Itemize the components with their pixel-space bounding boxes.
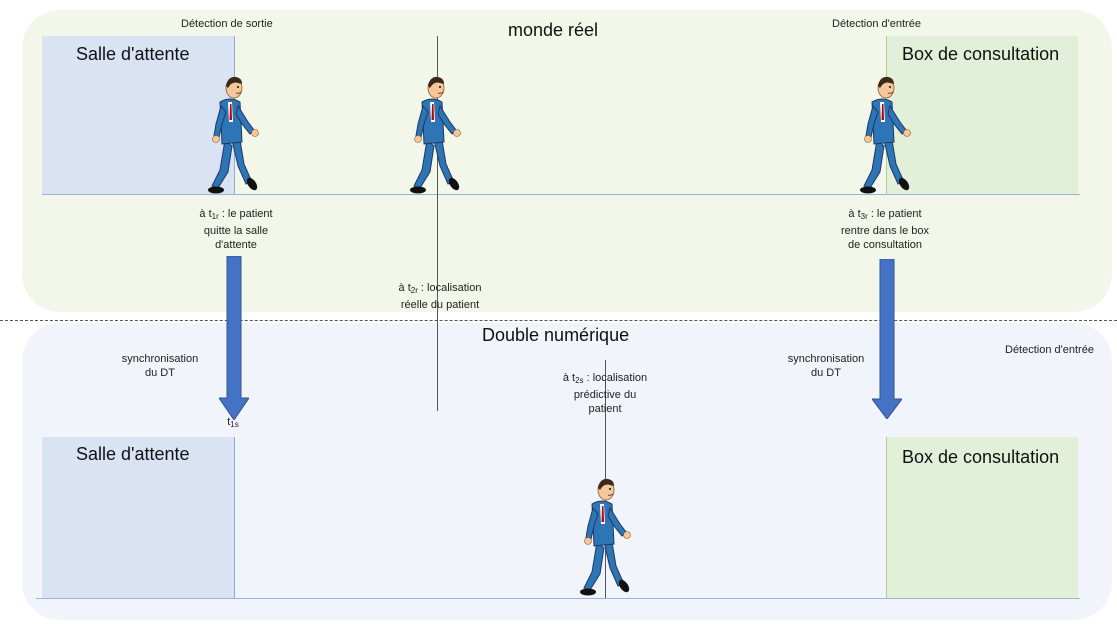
real-waiting-room-label: Salle d'attente <box>76 44 190 64</box>
real-world-title: monde réel <box>508 20 599 40</box>
t1s-annotation: t1s <box>227 416 239 429</box>
down-arrow-icon <box>872 259 902 419</box>
t2r-annotation: à t2r : localisation réelle du patient <box>398 282 482 311</box>
real-entry-detection-label: Détection d'entrée <box>832 18 921 30</box>
twin-entry-line <box>886 437 887 598</box>
twin-exit-line <box>234 437 235 598</box>
real-waiting-room <box>42 36 234 194</box>
digital-twin-title: Double numérique <box>482 325 630 345</box>
twin-consultation-box <box>886 437 1078 598</box>
real-consultation-box <box>886 36 1078 194</box>
twin-entry-detection-label: Détection d'entrée <box>1005 344 1094 356</box>
panel-divider <box>0 320 1117 321</box>
exit-detection-label: Détection de sortie <box>181 18 273 30</box>
twin-waiting-room-label: Salle d'attente <box>76 444 190 464</box>
sync-right-label: synchronisation du DT <box>787 353 865 379</box>
real-floor-line <box>42 194 1080 195</box>
twin-waiting-room <box>42 437 234 598</box>
down-arrow-icon <box>219 256 249 420</box>
twin-floor-line <box>36 598 1080 599</box>
walking-man-icon <box>580 478 632 596</box>
twin-consultation-box-label: Box de consultation <box>902 447 1060 467</box>
walking-man-icon <box>208 76 260 194</box>
sync-left-label: synchronisation du DT <box>121 353 199 379</box>
t2s-annotation: à t2s : localisation prédictive du patie… <box>562 372 648 415</box>
t3r-annotation: à t3r : le patient rentre dans le box de… <box>840 208 930 251</box>
walking-man-icon <box>410 76 462 194</box>
t1r-annotation: à t1r : le patient quitte la salle d'att… <box>199 208 273 251</box>
walking-man-icon <box>860 76 912 194</box>
real-position-line <box>437 36 438 411</box>
real-consultation-box-label: Box de consultation <box>902 44 1060 64</box>
